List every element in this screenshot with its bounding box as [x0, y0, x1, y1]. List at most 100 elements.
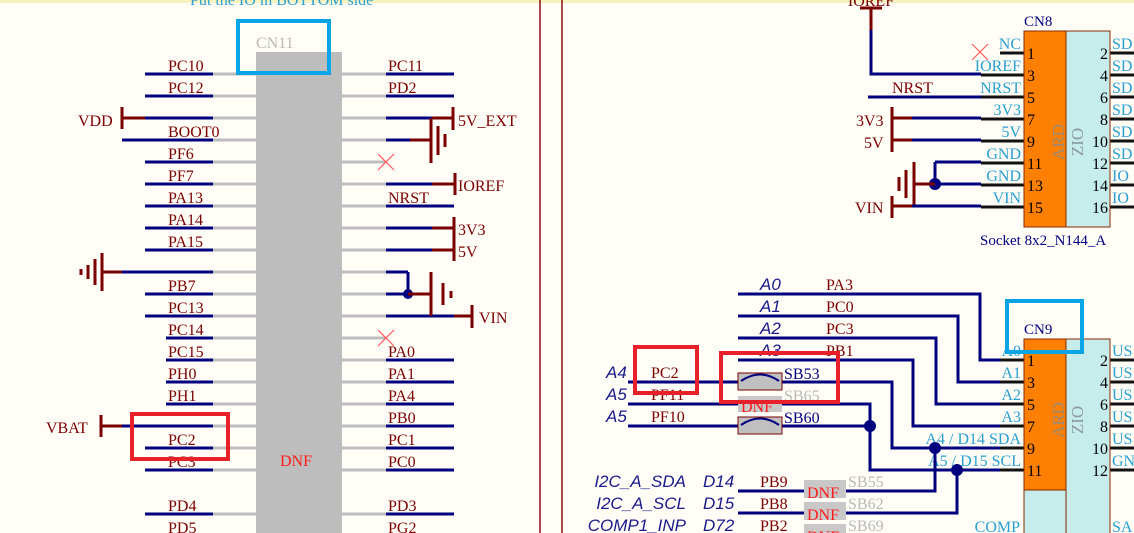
cn8-pin-name: SD	[1112, 124, 1132, 141]
cn8-pin-number: 12	[1092, 156, 1108, 173]
cn11-left-pin-label: PF6	[168, 146, 194, 163]
cn8-ref: CN8	[1024, 14, 1052, 30]
cn8-pin-number: 6	[1100, 90, 1108, 107]
cn8-pin-name: NC	[999, 36, 1021, 53]
cn8-pins	[981, 51, 1134, 209]
ioref-net-label: IOREF	[848, 0, 894, 10]
arduino-net-label: D15	[703, 494, 735, 513]
mcu-net-label: PF10	[651, 409, 685, 426]
cn11-left-pin-label: PC2	[168, 432, 196, 449]
cn11-left-pins: PC10PC12BOOT0PF6PF7PA13PA14PA15PB7PC13PC…	[122, 58, 256, 533]
mcu-net-label: PC0	[826, 299, 854, 316]
arduino-net-label: A2	[759, 319, 781, 338]
solder-bridge-sb60[interactable]: SB60	[737, 410, 820, 435]
mcu-net-label: PA3	[826, 277, 853, 294]
cn8-pin-number: 1	[1027, 46, 1035, 63]
cn8-pin-number: 13	[1027, 178, 1043, 195]
cn11-right-pin-label: PA0	[388, 344, 415, 361]
cn9-pin-number: 6	[1100, 397, 1108, 414]
vin-net-label: VIN	[855, 200, 884, 217]
cn8-pin-number: 2	[1100, 46, 1108, 63]
cn9-pin-number: 3	[1027, 375, 1035, 392]
solder-bridge-sb53[interactable]: SB53	[737, 366, 820, 391]
signal-label: I2C_A_SDA	[594, 472, 686, 491]
arduino-net-label: A3	[759, 341, 781, 360]
cn9-pin-number: 11	[1027, 463, 1042, 480]
cn8-ard-body[interactable]	[1023, 30, 1067, 228]
header-note: Put the IO in BOTTOM side	[190, 0, 373, 9]
cn8-pin-name: IO	[1112, 168, 1129, 185]
cn11-ref: CN11	[256, 35, 294, 52]
cn8-pin-name: 5V	[1001, 124, 1021, 141]
ioref-label: IOREF	[458, 178, 504, 195]
solder-bridge-body	[804, 524, 846, 533]
5v-label: 5V	[458, 244, 478, 261]
cn11-left-pin-label: PA13	[168, 190, 203, 207]
cn9-zio-body[interactable]	[1065, 338, 1111, 533]
cn9-pin-number: 2	[1100, 353, 1108, 370]
cn11-right-pin-label: PC11	[388, 58, 423, 75]
mcu-net-label: PB2	[760, 518, 788, 533]
cn9-pin-number: 10	[1092, 441, 1108, 458]
cn8-pin-number: 7	[1027, 112, 1035, 129]
cn11-left-pin-label: PH0	[168, 366, 196, 383]
cn9-pin-name: A5 / D15 SCL	[928, 453, 1021, 470]
cn8-pin-name: NRST	[980, 80, 1021, 97]
cn8-pin-number: 16	[1092, 200, 1108, 217]
cn11-left-pin-label: PF7	[168, 168, 194, 185]
arduino-net-label: A0	[759, 275, 781, 294]
dnf-label: DNF	[807, 485, 839, 502]
cn9-pin-name: A2	[1001, 387, 1021, 404]
3v3-net-label: 3V3	[856, 113, 884, 130]
cn11-right-pin-label: PD2	[388, 80, 416, 97]
cn8-pin-name: SD	[1112, 36, 1132, 53]
solder-bridge-sb69[interactable]: DNFSB69	[804, 518, 884, 533]
cn11-right-pin-label: PB0	[388, 410, 416, 427]
solder-bridge-sb55[interactable]: DNF SB55	[804, 474, 884, 502]
cn8-pin-name: SD	[1112, 102, 1132, 119]
cn8-zio-body[interactable]	[1065, 30, 1111, 228]
vin-label: VIN	[479, 310, 508, 327]
bridge-ref: SB53	[784, 366, 820, 383]
cn9-pin-name: GN	[1112, 453, 1134, 470]
cn8-pin-number: 11	[1027, 156, 1042, 173]
cn11-body[interactable]	[256, 52, 342, 533]
cn9-pin-number: 4	[1100, 375, 1108, 392]
arduino-net-label: A5	[605, 407, 627, 426]
vbat-net: VBAT	[46, 415, 145, 437]
cn8-pin-name: GND	[986, 168, 1021, 185]
top-band	[0, 0, 1134, 3]
cn11-right-pin-label: PC1	[388, 432, 416, 449]
highlight-pc2-a4	[633, 345, 699, 395]
cn11-left-pin-label: PD4	[168, 498, 196, 515]
arduino-net-label: A5	[605, 385, 627, 404]
cn11-left-pin-label: PC3	[168, 454, 196, 471]
cn8-pin-name: SD	[1112, 146, 1132, 163]
highlight-pc2-cn11	[130, 412, 230, 461]
cn8-ard-label: ARD	[1049, 124, 1068, 160]
cn11-right-pin-label: PA1	[388, 366, 415, 383]
cn9-pin-name: A3	[1001, 409, 1021, 426]
cn8-nets: IOREF NRST 3V3 5V VIN	[848, 0, 989, 218]
solder-bridge-body	[804, 480, 846, 498]
cn8-pin-name: IOREF	[975, 58, 1021, 75]
cn11-left-pin-label: PH1	[168, 388, 196, 405]
cn9-zio-label: ZIO	[1068, 406, 1087, 434]
cn8-pin-number: 8	[1100, 112, 1108, 129]
cn11-right-pin-label: NRST	[388, 190, 429, 207]
mcu-net-label: PB8	[760, 496, 788, 513]
cn9-pin-name: US	[1112, 387, 1132, 404]
bridge-ref: SB55	[848, 474, 884, 491]
5v-ext-label: 5V_EXT	[458, 113, 517, 130]
mcu-net-label: PB9	[760, 474, 788, 491]
cn9-pin-name: US	[1112, 409, 1132, 426]
cn11-left-pin-label: PC15	[168, 344, 204, 361]
cn9-pin-number: 7	[1027, 419, 1035, 436]
cn11-left-pin-label: PA15	[168, 234, 203, 251]
cn9-pin14-name: SA	[1112, 519, 1133, 533]
cn11-right-pin-label: PD3	[388, 498, 416, 515]
cn11-left-pin-label: PD5	[168, 520, 196, 533]
cn8-footprint: Socket 8x2_N144_A	[980, 233, 1106, 249]
